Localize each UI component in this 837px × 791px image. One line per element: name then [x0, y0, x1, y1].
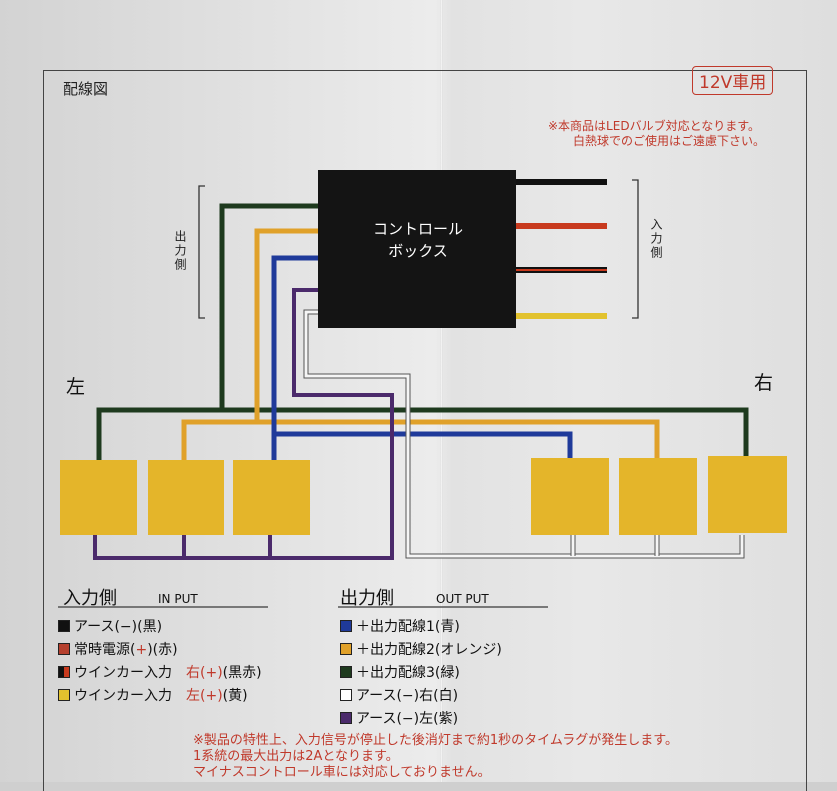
output-legend-text: ＋出力配線3(緑) — [356, 665, 460, 681]
control-box-label-line2: ボックス — [388, 242, 448, 260]
output-section-title: 出力側 — [340, 588, 394, 609]
paper-fold — [440, 0, 443, 782]
input-side-label: 入力側 — [649, 218, 663, 260]
left-lamp-3 — [233, 460, 310, 535]
right-label: 右 — [754, 372, 774, 394]
led-note-line2: 白熱球でのご使用はご遠慮下さい。 — [573, 134, 766, 148]
input-legend-text: アース(−)(黒) — [74, 619, 163, 635]
output-legend-row: ＋出力配線2(オレンジ) — [340, 639, 502, 659]
minus-control-note: マイナスコントロール車には対応しておりません。 — [193, 765, 491, 780]
output-legend-text: アース(−)左(紫) — [356, 711, 459, 727]
input-legend-polarity: 右(+) — [186, 665, 223, 681]
output-legend-row: ＋出力配線1(青) — [340, 616, 460, 636]
output-wire-green-right — [222, 407, 749, 460]
input-section-title-en: IN PUT — [158, 592, 198, 606]
input-legend-text: ウインカー入力 — [74, 688, 186, 704]
output-legend-row: ＋出力配線3(緑) — [340, 662, 460, 682]
output-wire-orange — [181, 228, 318, 462]
output-side-label: 出力側 — [173, 230, 187, 272]
left-label: 左 — [66, 376, 86, 398]
output-legend-text: ＋出力配線1(青) — [356, 619, 460, 635]
right-lamp-2 — [619, 458, 697, 535]
blue-swatch-icon — [340, 620, 352, 632]
control-box-label: コントロール ボックス — [320, 218, 516, 262]
green-swatch-icon — [340, 666, 352, 678]
red-swatch-icon — [58, 643, 70, 655]
earth-wire-white-inner — [304, 310, 744, 558]
input-legend-text: 常時電源( — [74, 642, 136, 658]
purple-swatch-icon — [340, 712, 352, 724]
right-lamp-3 — [708, 456, 787, 533]
earth-wire-purple — [93, 288, 394, 560]
input-legend-row: アース(−)(黒) — [58, 616, 162, 636]
input-legend-row: ウインカー入力 右(+)(黒赤) — [58, 662, 262, 682]
timelag-note: ※製品の特性上、入力信号が停止した後消灯まで約1秒のタイムラグが発生します。 — [193, 733, 678, 748]
control-box-label-line1: コントロール — [372, 220, 463, 238]
output-legend-row: アース(−)右(白) — [340, 685, 458, 705]
max-output-note: 1系統の最大出力は2Aとなります。 — [193, 749, 399, 764]
output-wire-blue-right — [274, 431, 573, 460]
black-swatch-icon — [58, 620, 70, 632]
led-note-line1: ※本商品はLEDバルブ対応となります。 — [548, 119, 761, 133]
output-legend-row: アース(−)左(紫) — [340, 708, 458, 728]
input-legend-color: (黒赤) — [222, 665, 262, 681]
input-bracket — [632, 179, 639, 319]
input-legend-text: ウインカー入力 — [74, 665, 186, 681]
input-legend-row: ウインカー入力 左(+)(黄) — [58, 685, 248, 705]
control-box — [318, 170, 516, 328]
diagram-frame — [43, 70, 807, 791]
left-lamp-2 — [148, 460, 224, 535]
input-legend-color: )(赤) — [147, 642, 178, 658]
left-lamp-1 — [60, 460, 137, 535]
yellow-swatch-icon — [58, 689, 70, 701]
input-section-title: 入力側 — [63, 588, 117, 609]
input-legend-color: (黄) — [222, 688, 248, 704]
right-lamp-1 — [531, 458, 609, 535]
orange-swatch-icon — [340, 643, 352, 655]
white-swatch-icon — [340, 689, 352, 701]
output-section-title-en: OUT PUT — [436, 592, 489, 606]
diagram-title: 配線図 — [63, 80, 109, 98]
output-legend-text: ＋出力配線2(オレンジ) — [356, 642, 502, 658]
voltage-badge: 12V車用 — [692, 66, 774, 95]
output-bracket — [198, 185, 205, 319]
input-legend-polarity: 左(+) — [186, 688, 223, 704]
black-red-swatch-icon — [58, 666, 70, 678]
input-legend-row: 常時電源(+)(赤) — [58, 639, 178, 659]
output-wire-orange-right — [257, 419, 660, 460]
input-legend-polarity: + — [135, 642, 148, 658]
output-wire-blue — [271, 255, 318, 462]
output-legend-text: アース(−)右(白) — [356, 688, 459, 704]
